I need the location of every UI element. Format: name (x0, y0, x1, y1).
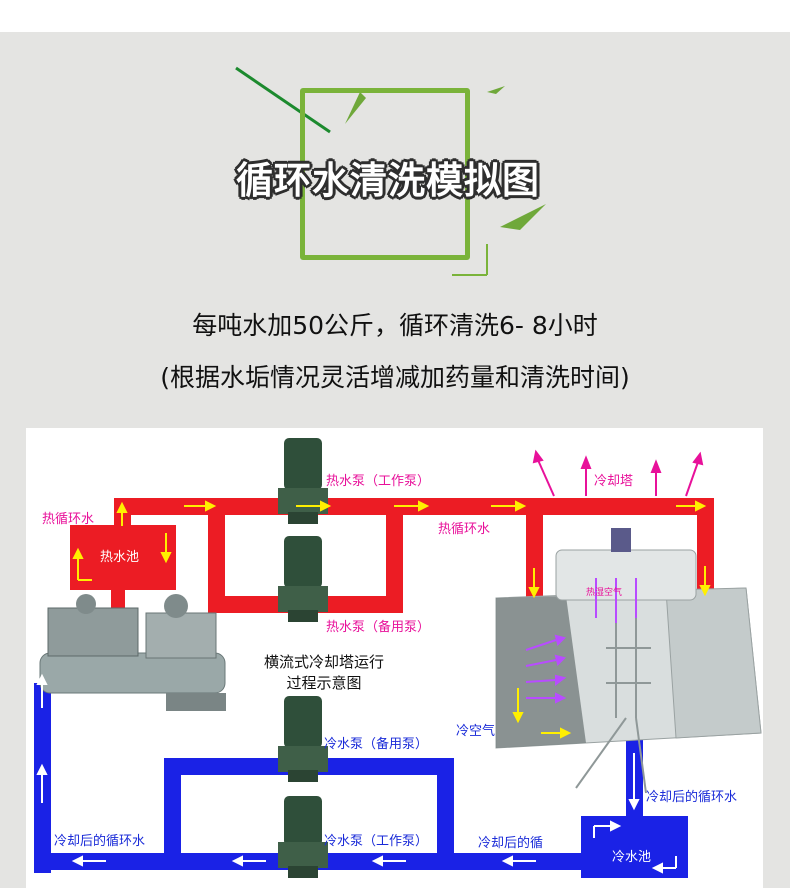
label-cold-pump-working: 冷水泵（工作泵） (324, 834, 429, 849)
label-cold-air: 冷空气 (456, 724, 496, 739)
top-white-band (0, 0, 790, 32)
leaf-icon (487, 86, 505, 94)
pink-steam-arrows (532, 449, 704, 497)
subtitle-note: (根据水垢情况灵活增减加药量和清洗时间) (160, 363, 630, 392)
cold-pump-working (278, 796, 328, 878)
hot-pipe-loop-right (386, 498, 403, 613)
header-section (0, 32, 790, 428)
hot-pipe-tower-right-drop (697, 498, 714, 598)
hot-pump-working (278, 438, 328, 524)
leaf-icon (345, 92, 366, 124)
diagram-canvas (34, 438, 762, 878)
leaf-icon (500, 204, 546, 230)
label-cooled-water-left: 冷却后的循环水 (54, 834, 146, 849)
purple-air-arrows (525, 578, 637, 704)
hot-pump-backup (278, 536, 328, 622)
leaf-stem-icon (235, 66, 331, 134)
decorative-leaves (235, 66, 546, 276)
chiller-unit (39, 594, 226, 711)
cold-pump-backup (278, 696, 328, 782)
label-hot-air: 热湿空气 (586, 588, 623, 598)
cold-pipe-loop-right (437, 758, 454, 868)
hot-pipe-loop-left (208, 498, 225, 613)
label-center-caption: 横流式冷却塔运行 过程示意图 (264, 653, 385, 692)
page-title: 循环水清洗模拟图 (236, 159, 540, 202)
yellow-flow-arrows (72, 500, 711, 739)
label-cold-water-pool: 冷水池 (612, 850, 652, 865)
label-hot-pump-backup: 热水泵（备用泵） (326, 620, 431, 635)
white-flow-arrows (36, 673, 677, 874)
label-cooled-water-bottom: 冷却后的循 (478, 836, 544, 851)
cold-pipe-loop-left (164, 758, 181, 868)
hot-pipe-tower-left-drop (526, 498, 543, 610)
label-hot-pump-working: 热水泵（工作泵） (326, 474, 431, 489)
label-cold-pump-backup: 冷水泵（备用泵） (324, 737, 429, 752)
label-hot-circulating-water-right: 热循环水 (438, 522, 491, 537)
label-cooling-tower: 冷却塔 (594, 474, 634, 489)
title-frame (300, 88, 470, 260)
label-hot-circulating-water-left: 热循环水 (42, 512, 95, 527)
cooling-tower-diagram: 热循环水 热水池 热水泵（工作泵） 热水泵（备用泵） 热循环水 冷却塔 热湿空气… (26, 428, 763, 888)
subtitle-dosage: 每吨水加50公斤，循环清洗6- 8小时 (192, 311, 598, 340)
label-cooled-water-right: 冷却后的循环水 (646, 790, 738, 805)
label-hot-water-pool: 热水池 (100, 550, 140, 565)
